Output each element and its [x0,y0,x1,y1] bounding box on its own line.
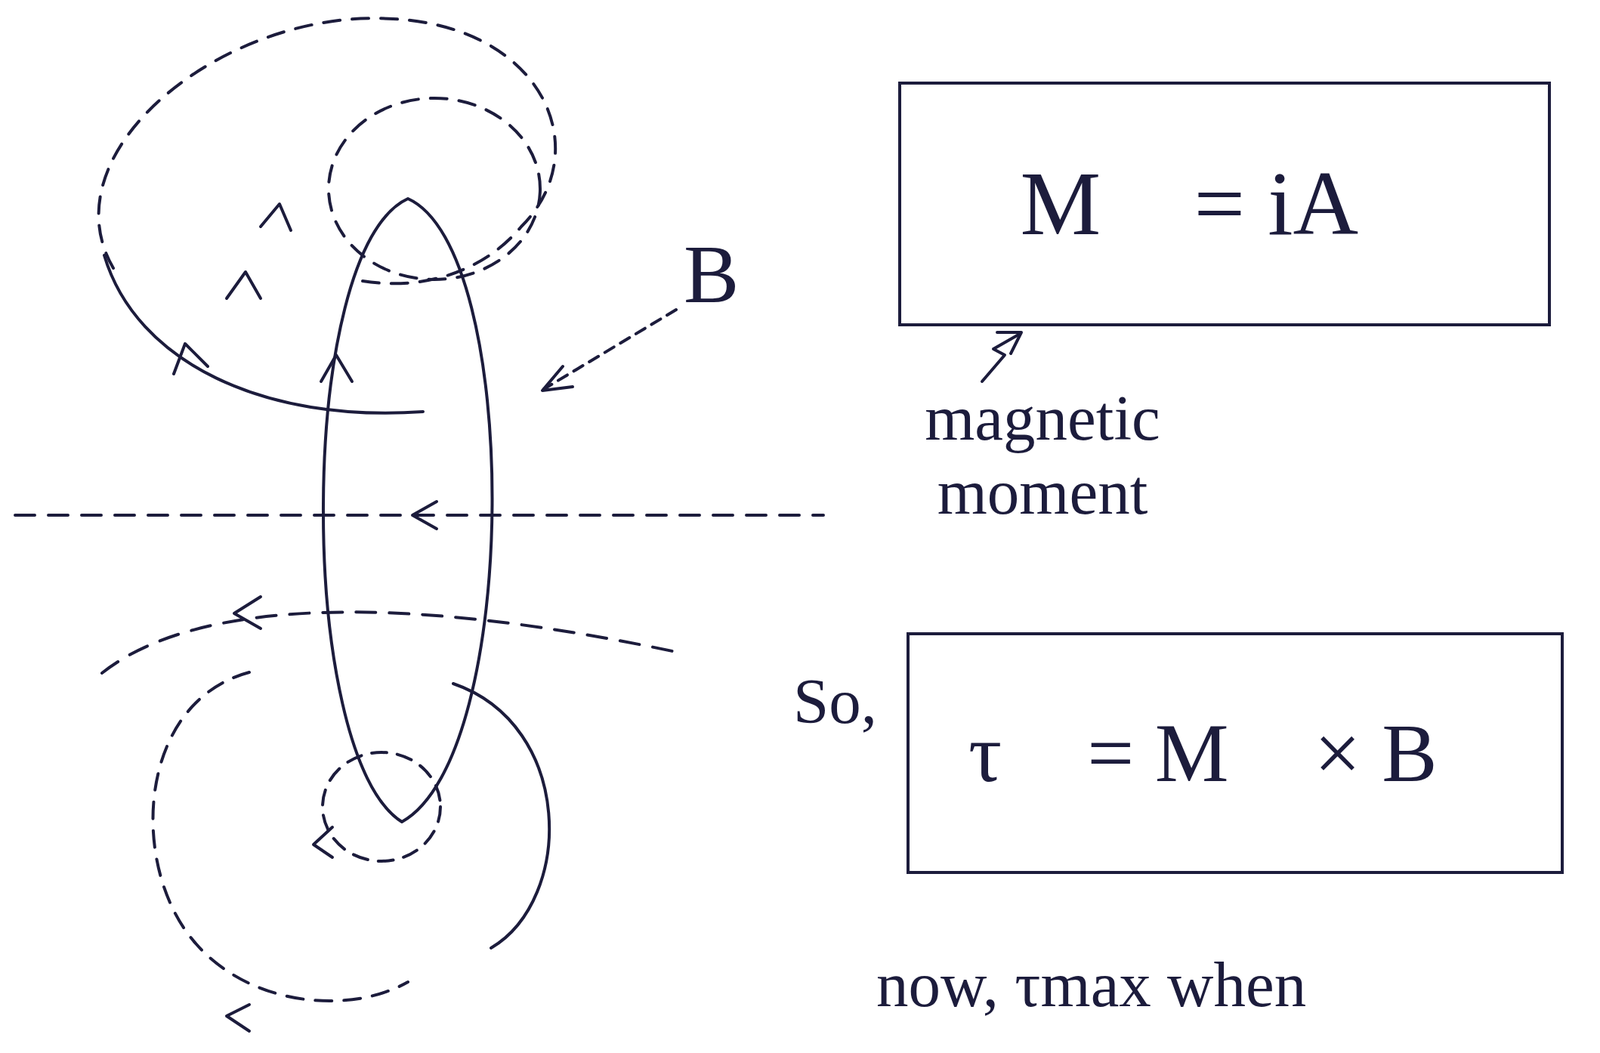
field-line [15,513,824,517]
field-line [101,611,673,674]
current-arrow [321,355,353,382]
note-label: now, τmax when [876,948,1307,1023]
field-arrow [260,203,291,231]
note-label: So, [793,664,878,739]
field-line [453,683,550,949]
formula-text: M⃗ = iA⃗ [1019,149,1429,259]
field-arrow [226,1004,250,1032]
current-loop [323,198,493,822]
b-leader [543,309,677,390]
note-label: magnetic moment [846,381,1239,530]
field-arrow [412,501,437,529]
field-line [98,18,556,284]
moment-leader-head [997,332,1022,354]
field-arrow [234,596,261,629]
field-line [104,255,424,414]
formula-box: M⃗ = iA⃗ [898,81,1551,327]
moment-leader [982,333,1020,382]
field-arrow [313,827,333,858]
field-arrow [226,271,261,299]
formula-text: τ⃗ = M⃗ × B⃗ [968,703,1502,804]
field-line [328,98,541,280]
field-arrow [173,343,208,374]
note-label: B⃗ [683,226,804,323]
field-line [152,672,408,1001]
b-leader-head [542,366,573,391]
formula-box: τ⃗ = M⃗ × B⃗ [906,632,1564,875]
field-line [322,752,441,862]
